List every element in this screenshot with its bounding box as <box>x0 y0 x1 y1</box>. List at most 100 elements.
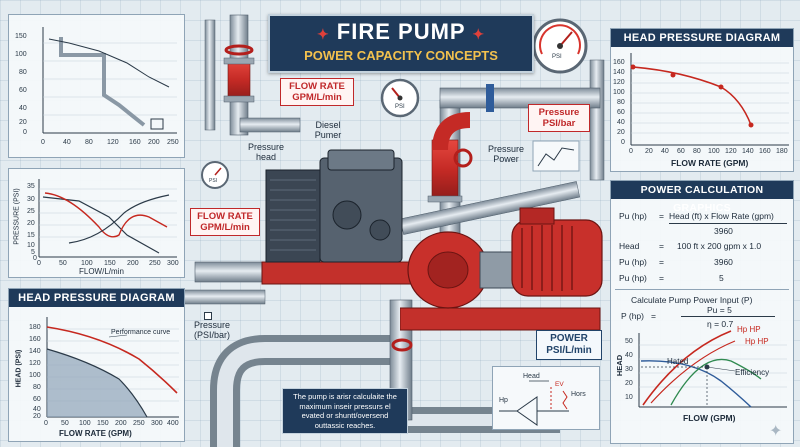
p-numerator: Pu = 5 <box>707 305 732 315</box>
y-tick: 80 <box>19 69 27 76</box>
p-lhs: P (hp) <box>621 311 644 321</box>
power-box-label: POWER PSI/L/min <box>536 330 602 360</box>
formula-eq: = <box>659 273 664 283</box>
data-point <box>748 122 754 128</box>
data-point <box>670 72 676 78</box>
formula-row2-left: Head <box>619 241 640 251</box>
hp-curve-red <box>642 330 732 406</box>
gauge-small-label: PSI <box>209 178 218 184</box>
y-tick: 20 <box>33 413 41 420</box>
y-tick: 60 <box>617 109 625 116</box>
top-right-chart-panel: HEAD PRESSURE DIAGRAM 160 140 120 100 80… <box>610 28 794 172</box>
x-tick: 250 <box>133 420 145 427</box>
x-tick: 80 <box>85 139 93 146</box>
y-tick: 0 <box>23 129 27 136</box>
x-tick: 400 <box>167 420 179 427</box>
y-tick: 0 <box>621 139 625 146</box>
formula-row1-left: Pu (hp) <box>619 211 647 221</box>
flame-icon: ✦ <box>316 26 330 42</box>
bottom-left-chart-svg <box>46 317 179 418</box>
ev-small-label: EV <box>555 381 564 388</box>
panel-header: POWER CALCULATION GRAPHICS <box>611 181 793 214</box>
y-tick: 15 <box>27 232 35 239</box>
series-line-dark-b <box>68 194 170 244</box>
sparkle-watermark-icon: ✦ <box>769 423 783 440</box>
diesel-pumer-label: Diesel Pumer <box>314 120 342 140</box>
x-tick: 50 <box>59 260 67 267</box>
mini-chart-icon <box>532 140 580 172</box>
y-tick: 80 <box>617 99 625 106</box>
title-line1: FIRE PUMP <box>336 19 466 44</box>
y-tick: 20 <box>625 380 633 387</box>
y-tick: 140 <box>613 69 625 76</box>
title-line2: POWER CAPACITY CONCEPTS <box>304 48 498 63</box>
x-tick: 250 <box>167 139 179 146</box>
x-tick: 200 <box>148 139 160 146</box>
y-tick: 100 <box>613 89 625 96</box>
pressure-gauge-small <box>201 161 229 189</box>
x-tick: 200 <box>115 420 127 427</box>
pump-input-subtitle: Calculate Pump Power Input (P) <box>631 295 753 305</box>
formula-eq: = <box>659 211 664 221</box>
y-tick: 50 <box>625 338 633 345</box>
head-curve <box>632 66 752 126</box>
head-schematic-svg <box>499 380 569 426</box>
x-tick: 20 <box>645 148 653 155</box>
x-tick: 60 <box>677 148 685 155</box>
y-tick: 25 <box>27 208 35 215</box>
panel-header: HEAD PRESSURE DIAGRAM <box>611 29 793 47</box>
x-tick: 40 <box>63 139 71 146</box>
area-fill <box>47 349 147 417</box>
rated-label: Hated <box>667 357 689 366</box>
efficiency-chart-svg <box>638 330 787 408</box>
efficiency-curve-green <box>670 358 762 406</box>
pressure-psi-bar-label: Pressure PSI/bar <box>528 104 590 132</box>
x-tick: 80 <box>693 148 701 155</box>
pressure-gauge-psi <box>380 78 420 118</box>
formula-row2-right: 100 ft x 200 gpm x 1.0 <box>677 241 762 251</box>
title-main: ✦ FIRE PUMP ✦ <box>270 19 532 45</box>
panel-header: HEAD PRESSURE DIAGRAM <box>9 289 184 307</box>
x-axis-label: FLOW RATE (GPM) <box>59 429 132 438</box>
pressure-bottom-label: Pressure (PSI/bar) <box>193 320 230 340</box>
formula-row4-left: Pu (hp) <box>619 273 647 283</box>
y-tick: 10 <box>27 242 35 249</box>
formula-row3-left: Pu (hp) <box>619 257 647 267</box>
y-axis-label: HEAD <box>615 354 625 377</box>
x-tick: 300 <box>151 420 163 427</box>
x-tick: 150 <box>104 260 116 267</box>
y-tick: 80 <box>33 384 41 391</box>
y-axis-label: PRESSURE (PSI) <box>13 188 21 245</box>
formula-eq: = <box>659 257 664 267</box>
y-tick: 40 <box>617 119 625 126</box>
formula-row1-right: Head (ft) x Flow Rate (gpm) <box>669 211 774 221</box>
pressure-head-label: Pressure head <box>247 142 284 162</box>
gauge-large-label: PSI <box>552 54 562 60</box>
y-tick: 160 <box>613 59 625 66</box>
fraction-bar <box>681 316 775 317</box>
y-tick: 100 <box>29 372 41 379</box>
x-tick: 0 <box>629 148 633 155</box>
flow-rate-top-label: FLOW RATE GPM/L/min <box>280 78 354 106</box>
x-axis-label: FLOW/L/min <box>79 267 124 276</box>
p-denominator: η = 0.7 <box>707 319 734 329</box>
y-tick: 10 <box>625 394 633 401</box>
x-axis-label: FLOW RATE (GPM) <box>671 158 749 168</box>
x-axis-label: FLOW (GPM) <box>683 413 736 423</box>
gauge-psi-label: PSI <box>395 104 405 110</box>
y-tick: 5 <box>31 249 35 256</box>
curve-line <box>48 38 170 88</box>
bottom-left-chart-panel: HEAD PRESSURE DIAGRAM Performance curve … <box>8 288 185 442</box>
x-tick: 100 <box>79 420 91 427</box>
mid-left-chart-svg <box>38 179 177 258</box>
x-tick: 0 <box>41 139 45 146</box>
formula-row3-right: 3960 <box>714 257 733 267</box>
data-point <box>630 64 636 70</box>
data-point <box>718 84 724 90</box>
x-tick: 160 <box>759 148 771 155</box>
y-tick: 180 <box>29 324 41 331</box>
fraction-bar <box>669 223 787 224</box>
efficiency-label: Efficiency <box>735 368 770 377</box>
hors-small-label: Hors <box>571 391 586 398</box>
